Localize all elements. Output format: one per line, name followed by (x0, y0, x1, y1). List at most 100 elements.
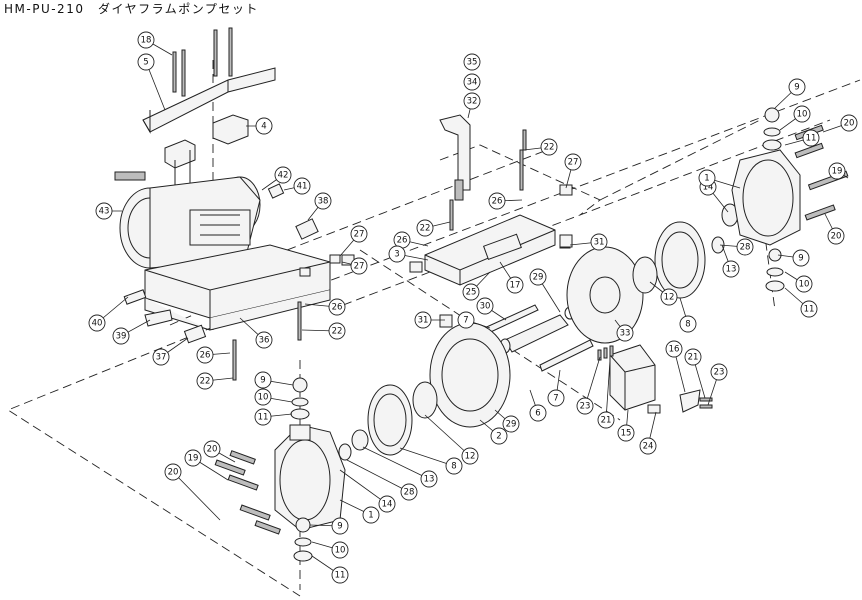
balloon-circle (137, 31, 155, 49)
balloon-circle (112, 327, 130, 345)
air-valve-assembly (341, 114, 594, 372)
part-number-label: 36 (259, 336, 270, 346)
leader-p8b (399, 447, 455, 467)
part-number-label: 7 (553, 394, 558, 404)
part-number-label: 9 (260, 376, 265, 386)
balloon-circle (660, 288, 678, 306)
part-balloon-p22b: 22 (196, 372, 214, 390)
part-number-label: 13 (424, 475, 435, 485)
balloon-circle (445, 457, 463, 475)
leader-p12b (424, 414, 471, 457)
part-balloon-p20d: 20 (164, 463, 182, 481)
balloon-circle (564, 153, 582, 171)
balloon-circle (196, 346, 214, 364)
part-number-label: 20 (168, 468, 179, 478)
balloon-circle (331, 566, 349, 584)
balloon-circle (350, 225, 368, 243)
balloon-circle (350, 257, 368, 275)
balloon-circle (710, 363, 728, 381)
part-balloon-p31b: 31 (414, 311, 432, 329)
part-balloon-p16: 16 (665, 340, 683, 358)
part-number-label: 9 (337, 522, 342, 532)
part-number-label: 18 (141, 36, 152, 46)
part-number-label: 39 (116, 332, 127, 342)
part-balloon-p42: 42 (274, 166, 292, 184)
part-balloon-p11b: 11 (800, 300, 818, 318)
part-balloon-p14b: 14 (378, 495, 396, 513)
part-balloon-p11d: 11 (331, 566, 349, 584)
balloon-circle (254, 388, 272, 406)
part-balloon-p28a: 28 (736, 238, 754, 256)
center-covers (338, 203, 739, 461)
part-balloon-p36: 36 (255, 331, 273, 349)
leader-p20d (172, 471, 221, 521)
balloon-circle (679, 315, 697, 333)
balloon-circle (698, 169, 716, 187)
part-balloon-p10c: 10 (254, 388, 272, 406)
balloon-circle (414, 311, 432, 329)
part-number-label: 10 (258, 393, 269, 403)
balloon-circle (502, 415, 520, 433)
part-number-label: 21 (601, 416, 612, 426)
balloon-circle (490, 427, 508, 445)
part-balloon-p1a: 1 (698, 169, 716, 187)
part-number-label: 11 (258, 413, 269, 423)
balloon-circle (462, 283, 480, 301)
part-number-label: 6 (535, 409, 540, 419)
part-number-label: 40 (92, 319, 103, 329)
part-balloon-p33: 33 (616, 324, 634, 342)
part-balloon-p9b: 9 (792, 249, 810, 267)
part-number-label: 22 (544, 143, 555, 153)
part-balloon-p5: 5 (137, 53, 155, 71)
leader-p28b (346, 459, 410, 493)
balloon-circle (827, 227, 845, 245)
part-number-label: 32 (467, 97, 478, 107)
part-balloon-p17: 17 (506, 276, 524, 294)
balloon-circle (802, 129, 820, 147)
part-number-label: 4 (261, 122, 266, 132)
part-balloon-p23a: 23 (710, 363, 728, 381)
balloon-circle (255, 331, 273, 349)
balloon-circle (203, 440, 221, 458)
leader-p21b (605, 359, 611, 421)
part-number-label: 19 (188, 454, 199, 464)
part-balloon-p15: 15 (617, 424, 635, 442)
part-number-label: 26 (332, 303, 343, 313)
part-number-label: 11 (804, 305, 815, 315)
part-balloon-p29a: 29 (529, 268, 547, 286)
part-number-label: 1 (704, 174, 709, 184)
part-number-label: 42 (278, 171, 289, 181)
part-balloon-p22a: 22 (328, 322, 346, 340)
part-balloon-p27c: 27 (564, 153, 582, 171)
leader-p5 (145, 61, 166, 111)
part-number-label: 41 (297, 182, 308, 192)
part-number-label: 26 (397, 236, 408, 246)
balloon-circle (828, 162, 846, 180)
part-balloon-p26b: 26 (196, 346, 214, 364)
part-number-label: 22 (200, 377, 211, 387)
part-balloon-p9c: 9 (254, 371, 272, 389)
part-number-label: 13 (726, 265, 737, 275)
balloon-circle (137, 53, 155, 71)
part-balloon-p29b: 29 (502, 415, 520, 433)
part-balloon-p11a: 11 (802, 129, 820, 147)
part-number-label: 38 (318, 197, 329, 207)
part-number-label: 15 (621, 429, 632, 439)
air-control-block (597, 344, 713, 414)
balloon-circle (793, 105, 811, 123)
part-number-label: 23 (714, 368, 725, 378)
balloon-circle (840, 114, 858, 132)
part-number-label: 17 (510, 281, 521, 291)
part-balloon-p20c: 20 (203, 440, 221, 458)
part-number-label: 11 (806, 134, 817, 144)
part-number-label: 8 (685, 320, 690, 330)
balloon-circle (463, 73, 481, 91)
part-number-label: 5 (143, 58, 148, 68)
balloon-circle (736, 238, 754, 256)
part-number-label: 43 (99, 207, 110, 217)
part-number-label: 31 (418, 316, 429, 326)
leader-p23b (584, 356, 601, 407)
part-number-label: 16 (669, 345, 680, 355)
part-number-label: 28 (740, 243, 751, 253)
